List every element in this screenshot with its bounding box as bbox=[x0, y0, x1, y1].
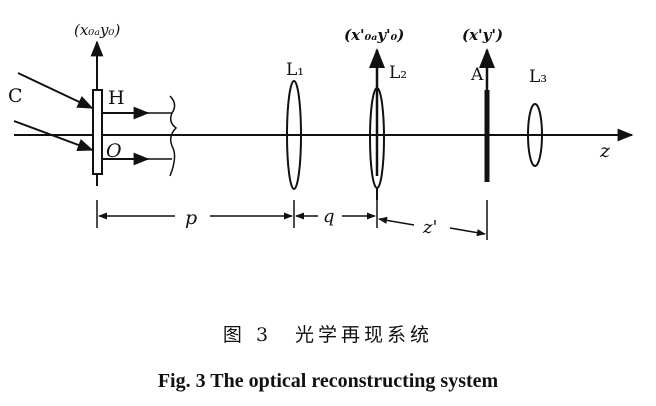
label-object-coords: (x₀ₐy₀) bbox=[74, 21, 120, 39]
label-dim-z: z' bbox=[422, 217, 437, 238]
label-lens2-coords: (x'₀ₐy'₀) bbox=[344, 26, 404, 44]
incident-ray-upper bbox=[17, 72, 94, 109]
label-o: O bbox=[106, 140, 122, 162]
label-a: A bbox=[470, 65, 484, 85]
label-l3: L₃ bbox=[529, 67, 547, 87]
label-dim-q: q bbox=[323, 206, 335, 227]
incident-ray-lower bbox=[13, 120, 94, 151]
label-dim-p: p bbox=[185, 207, 197, 229]
caption-chinese: 图 3 光学再现系统 bbox=[222, 324, 434, 346]
label-z-axis: z bbox=[599, 140, 611, 162]
label-l2: L₂ bbox=[389, 63, 407, 83]
wavefront-brace bbox=[169, 95, 178, 177]
dim-z-left bbox=[378, 216, 415, 226]
caption-english: Fig. 3 The optical reconstructing system bbox=[157, 370, 499, 392]
label-c: C bbox=[8, 85, 23, 107]
hologram-plate bbox=[92, 89, 103, 175]
dim-z-right bbox=[449, 227, 486, 237]
label-h: H bbox=[108, 87, 125, 109]
label-image-coords: (x'y') bbox=[462, 26, 503, 44]
label-l1: L₁ bbox=[286, 60, 304, 80]
